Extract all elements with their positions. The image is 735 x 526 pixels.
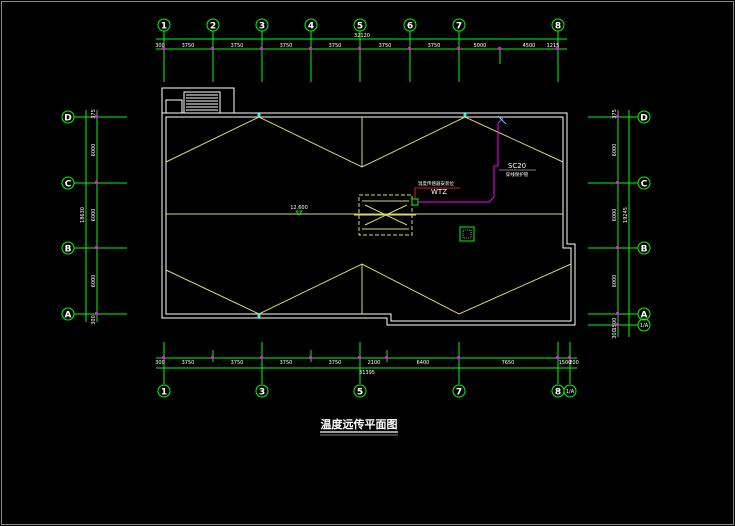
top-axis-bubbles: 1 2 3 4 5 6 7 8 bbox=[157, 18, 565, 32]
svg-text:6000: 6000 bbox=[612, 209, 618, 222]
stair-block bbox=[161, 87, 235, 114]
axis-label-top-7: 7 bbox=[456, 22, 462, 32]
left-axis-bubbles: D C B A bbox=[61, 110, 75, 321]
svg-text:6000: 6000 bbox=[91, 275, 97, 288]
axis-label-top-8: 8 bbox=[555, 22, 561, 32]
axis-label-left-d: D bbox=[64, 114, 71, 124]
axis-label-bottom-7: 7 bbox=[456, 388, 462, 398]
svg-text:6000: 6000 bbox=[612, 144, 618, 157]
axis-label-right-d: D bbox=[640, 114, 647, 124]
temperature-sensor-icon bbox=[411, 198, 419, 206]
axis-label-top-3: 3 bbox=[259, 22, 265, 32]
svg-text:375: 375 bbox=[91, 109, 97, 119]
svg-text:300: 300 bbox=[612, 329, 618, 339]
top-dimensions: 300 3750 3750 3750 3750 3750 3750 5000 4… bbox=[155, 43, 559, 49]
svg-text:1500: 1500 bbox=[559, 360, 572, 366]
axis-label-bottom-1: 1 bbox=[161, 388, 167, 398]
right-axis-bubbles: D C B A 1/A bbox=[637, 110, 651, 332]
roof-outline bbox=[161, 112, 576, 326]
left-grid-lines bbox=[74, 110, 127, 322]
axis-label-right-a: A bbox=[641, 311, 648, 321]
svg-text:温度传感器安装位: 温度传感器安装位 bbox=[418, 180, 454, 187]
svg-text:3750: 3750 bbox=[182, 43, 195, 49]
left-dimensions: 375 6000 6000 6000 300 18630 bbox=[80, 109, 97, 325]
axis-label-left-a: A bbox=[65, 311, 72, 321]
svg-text:375: 375 bbox=[612, 109, 618, 119]
cooling-tower-equipment bbox=[354, 194, 416, 236]
conduit-exit-marker bbox=[497, 115, 507, 125]
top-total-dim: 32120 bbox=[354, 33, 370, 39]
right-dimensions: 375 6000 6000 6000 1500 300 19245 bbox=[612, 109, 629, 339]
axis-label-right-b: B bbox=[641, 245, 648, 255]
bottom-total-dim: 31395 bbox=[359, 370, 375, 376]
right-total-dim: 19245 bbox=[623, 207, 629, 223]
svg-text:3750: 3750 bbox=[231, 43, 244, 49]
svg-text:WTZ: WTZ bbox=[431, 188, 447, 196]
left-total-dim: 18630 bbox=[80, 207, 86, 223]
svg-text:3750: 3750 bbox=[182, 360, 195, 366]
elevation-mark: 12.600 bbox=[290, 205, 308, 216]
top-dimension-ticks bbox=[162, 47, 559, 50]
axis-label-bottom-3: 3 bbox=[259, 388, 265, 398]
bottom-axis-bubbles: 1 3 5 7 8 1/A bbox=[157, 384, 577, 398]
svg-text:3750: 3750 bbox=[379, 43, 392, 49]
svg-text:2100: 2100 bbox=[368, 360, 381, 366]
svg-text:3750: 3750 bbox=[231, 360, 244, 366]
axis-label-bottom-1a: 1/A bbox=[566, 389, 575, 395]
svg-text:6400: 6400 bbox=[417, 360, 430, 366]
svg-text:3750: 3750 bbox=[329, 43, 342, 49]
svg-text:6000: 6000 bbox=[91, 209, 97, 222]
axis-label-top-1: 1 bbox=[161, 22, 167, 32]
drawing-title-block: 温度远传平面图 bbox=[320, 417, 398, 436]
axis-label-left-c: C bbox=[65, 180, 72, 190]
conduit-route bbox=[418, 116, 505, 203]
svg-text:6000: 6000 bbox=[612, 275, 618, 288]
roof-hatch bbox=[459, 226, 475, 242]
svg-text:300: 300 bbox=[155, 360, 165, 366]
right-grid-lines bbox=[588, 110, 638, 337]
svg-text:3750: 3750 bbox=[329, 360, 342, 366]
svg-text:4500: 4500 bbox=[523, 43, 536, 49]
roof-drains bbox=[257, 113, 467, 318]
axis-label-right-1a: 1/A bbox=[640, 323, 649, 329]
svg-text:3750: 3750 bbox=[428, 43, 441, 49]
axis-label-top-5: 5 bbox=[357, 22, 363, 32]
axis-label-bottom-8: 8 bbox=[555, 388, 561, 398]
drawing-title: 温度远传平面图 bbox=[321, 417, 398, 431]
svg-text:5000: 5000 bbox=[474, 43, 487, 49]
svg-text:7650: 7650 bbox=[502, 360, 515, 366]
svg-text:3750: 3750 bbox=[280, 360, 293, 366]
svg-text:12.600: 12.600 bbox=[290, 205, 308, 211]
svg-text:300: 300 bbox=[155, 43, 165, 49]
svg-text:1500: 1500 bbox=[612, 318, 618, 331]
bottom-dimensions: 300 3750 3750 3750 3750 2100 6400 7650 1… bbox=[155, 360, 579, 376]
axis-label-right-c: C bbox=[641, 180, 648, 190]
sensor-label: 温度传感器安装位 WTZ bbox=[414, 180, 460, 199]
svg-text:200: 200 bbox=[569, 360, 579, 366]
axis-label-bottom-5: 5 bbox=[357, 388, 363, 398]
svg-text:6000: 6000 bbox=[91, 144, 97, 157]
conduit-label: SC20 穿线保护管 bbox=[499, 162, 536, 178]
svg-text:3750: 3750 bbox=[280, 43, 293, 49]
axis-label-top-6: 6 bbox=[407, 22, 413, 32]
axis-label-top-4: 4 bbox=[308, 22, 314, 32]
axis-label-left-b: B bbox=[65, 245, 72, 255]
svg-text:SC20: SC20 bbox=[508, 162, 526, 170]
axis-label-top-2: 2 bbox=[210, 22, 216, 32]
svg-text:穿线保护管: 穿线保护管 bbox=[506, 171, 529, 178]
bottom-grid-lines bbox=[156, 342, 577, 384]
svg-text:300: 300 bbox=[91, 315, 97, 325]
svg-text:1215: 1215 bbox=[547, 43, 560, 49]
